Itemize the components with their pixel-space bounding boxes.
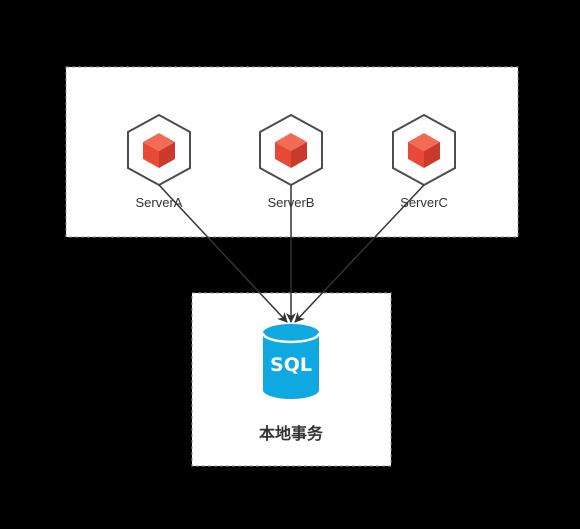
arrow-server-c-to-db bbox=[294, 184, 425, 323]
database-label: 本地事务 bbox=[259, 424, 324, 443]
server-c-node: ServerC bbox=[392, 113, 456, 210]
sql-database-icon: SQL bbox=[261, 324, 321, 399]
arrow-server-a-to-db bbox=[158, 184, 288, 323]
cube-hexagon-icon bbox=[259, 113, 323, 187]
server-a-node: ServerA bbox=[127, 113, 191, 210]
sql-icon-text: SQL bbox=[270, 354, 312, 376]
cube-hexagon-icon bbox=[392, 113, 456, 187]
cube-hexagon-icon bbox=[127, 113, 191, 187]
